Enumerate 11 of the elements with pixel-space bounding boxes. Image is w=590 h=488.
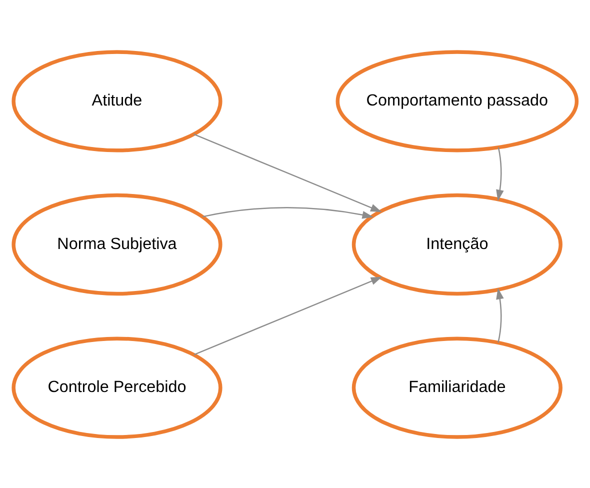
arrow: [194, 133, 382, 212]
node-ellipse: Intenção: [352, 192, 562, 296]
node-ellipse: Comportamento passado: [336, 50, 579, 152]
arrow: [194, 276, 382, 355]
node-ellipse: Norma Subjetiva: [12, 192, 222, 296]
arrow: [496, 146, 504, 201]
node-ellipse: Controle Percebido: [12, 336, 222, 438]
arrow: [202, 206, 374, 218]
node-ellipse: Familiaridade: [352, 336, 562, 438]
arrow: [496, 288, 504, 342]
node-ellipse: Atitude: [12, 50, 222, 152]
